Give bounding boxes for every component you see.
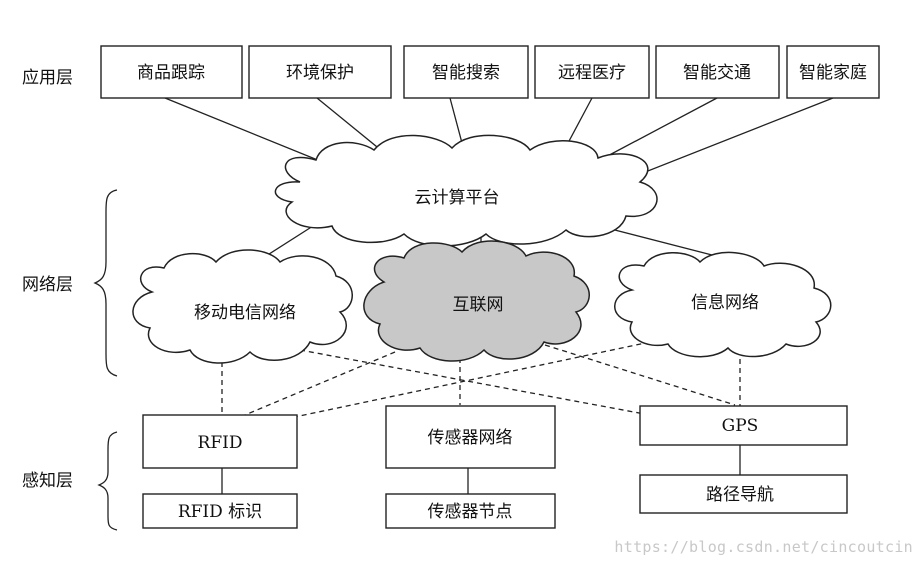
layer-label-perception: 感知层 (22, 471, 73, 491)
link-app1-cloud (164, 97, 331, 166)
gps-box: GPS (639, 405, 848, 446)
app-label: 远程医疗 (558, 63, 626, 83)
app-label: 商品跟踪 (137, 63, 205, 83)
link-cloud-info (606, 227, 713, 256)
dash-internet-rfid (244, 351, 396, 416)
app-label: 智能家庭 (799, 63, 867, 83)
rfid-tag-box: RFID 标识 (142, 493, 298, 529)
app-box-environment: 环境保护 (248, 45, 392, 99)
cloud-computing-platform: 云计算平台 (274, 134, 658, 247)
rfid-tag-label: RFID 标识 (178, 502, 262, 522)
app-label: 智能交通 (683, 63, 751, 83)
app-label: 智能搜索 (432, 63, 500, 83)
app-box-smart-home: 智能家庭 (786, 45, 880, 99)
layer-label-application: 应用层 (22, 68, 73, 88)
info-network-label: 信息网络 (691, 293, 759, 313)
mobile-network-label: 移动电信网络 (194, 303, 296, 323)
navigation-box: 路径导航 (639, 474, 848, 514)
app-label: 环境保护 (286, 63, 354, 83)
app-box-smart-traffic: 智能交通 (655, 45, 780, 99)
app-box-goods-tracking: 商品跟踪 (100, 45, 243, 99)
rfid-box: RFID (142, 414, 298, 469)
rfid-label: RFID (198, 433, 243, 453)
navigation-label: 路径导航 (706, 485, 774, 505)
dash-mobile-gps (299, 349, 651, 416)
sensor-node-box: 传感器节点 (385, 493, 556, 529)
cloud-platform-label: 云计算平台 (415, 188, 500, 208)
app-box-smart-search: 智能搜索 (403, 45, 529, 99)
layer-label-network: 网络层 (22, 275, 73, 295)
cloud-info-network: 信息网络 (614, 251, 832, 358)
network-layer-brace (93, 189, 118, 377)
link-cloud-mobile (265, 225, 314, 257)
sensor-network-box: 传感器网络 (385, 405, 556, 469)
watermark-url: https://blog.csdn.net/cincoutcin (614, 538, 913, 556)
dash-internet-gps (544, 344, 736, 406)
app-box-telemedicine: 远程医疗 (534, 45, 650, 99)
dash-info-rfid (289, 341, 651, 419)
perception-layer-brace (97, 431, 118, 531)
gps-label: GPS (722, 416, 759, 436)
internet-label: 互联网 (453, 295, 504, 315)
sensor-network-label: 传感器网络 (428, 428, 513, 448)
link-app6-cloud (629, 97, 834, 179)
link-app5-cloud (599, 97, 718, 161)
cloud-internet: 互联网 (363, 240, 590, 362)
sensor-node-label: 传感器节点 (428, 502, 513, 522)
cloud-mobile-network: 移动电信网络 (132, 249, 353, 364)
